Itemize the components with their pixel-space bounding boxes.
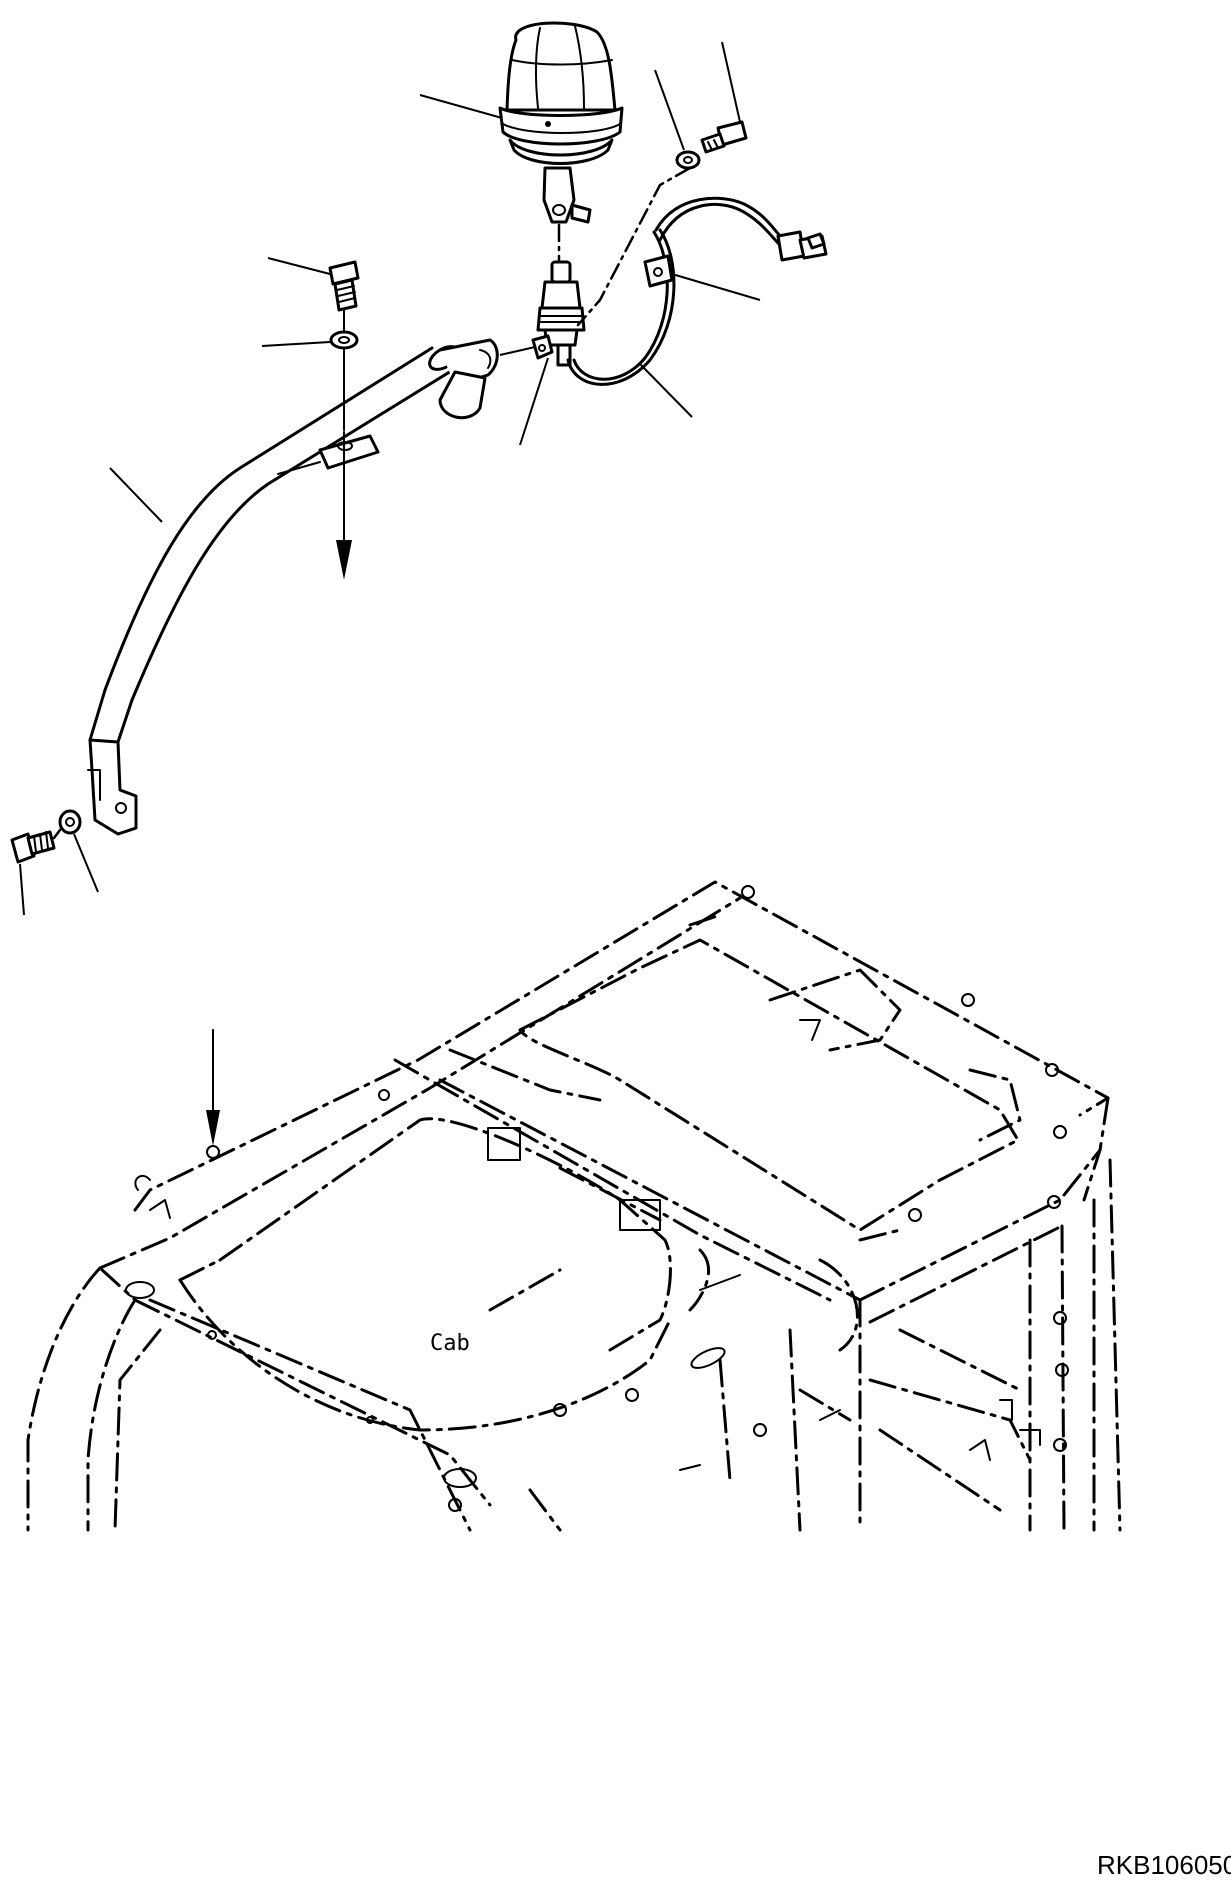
washer-left-lower xyxy=(58,809,82,835)
leader-lamp xyxy=(419,94,503,119)
wire-harness xyxy=(566,196,828,386)
reference-code: RKB106050 xyxy=(1097,1850,1231,1880)
bolt-left-lower xyxy=(10,830,56,864)
bolt-left-upper xyxy=(328,260,360,312)
beacon-lamp xyxy=(498,21,624,224)
cab-label: Cab xyxy=(430,1331,470,1356)
arrow-down-upper xyxy=(336,431,352,580)
mounting-bracket xyxy=(87,338,499,836)
bolt-top-right xyxy=(700,120,748,154)
arrow-down-cab xyxy=(206,1029,220,1159)
cab-roof xyxy=(26,880,1122,1532)
lamp-socket xyxy=(531,260,586,367)
washer-left-upper xyxy=(329,330,359,350)
washer-top-right xyxy=(675,150,701,170)
